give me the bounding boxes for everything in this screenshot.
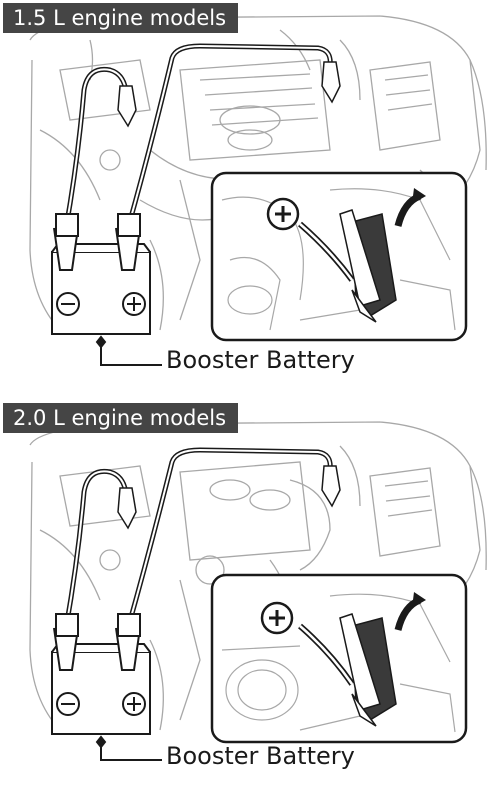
booster-battery-label: Booster Battery	[166, 742, 355, 770]
diagram-section-2: 2.0 L engine models Booster Battery	[0, 400, 489, 800]
leader-line-2	[95, 735, 162, 761]
inset-detail-1	[210, 171, 468, 342]
engine-clamps-2	[117, 465, 341, 530]
booster-battery-2	[51, 613, 151, 735]
engine-clamps-1	[117, 61, 341, 128]
leader-line-1	[95, 335, 162, 366]
section-title: 1.5 L engine models	[3, 3, 239, 33]
jumper-cables-2	[63, 447, 333, 629]
inset-detail-2	[210, 573, 468, 744]
jumper-cables-1	[63, 43, 333, 229]
engine-diagram-1	[29, 15, 487, 366]
diagram-section-1: 1.5 L engine models Booster Battery	[3, 3, 487, 374]
engine-diagram-2	[29, 421, 487, 761]
booster-battery-1	[51, 213, 151, 335]
section-title: 2.0 L engine models	[3, 403, 239, 433]
booster-battery-label: Booster Battery	[166, 346, 355, 374]
